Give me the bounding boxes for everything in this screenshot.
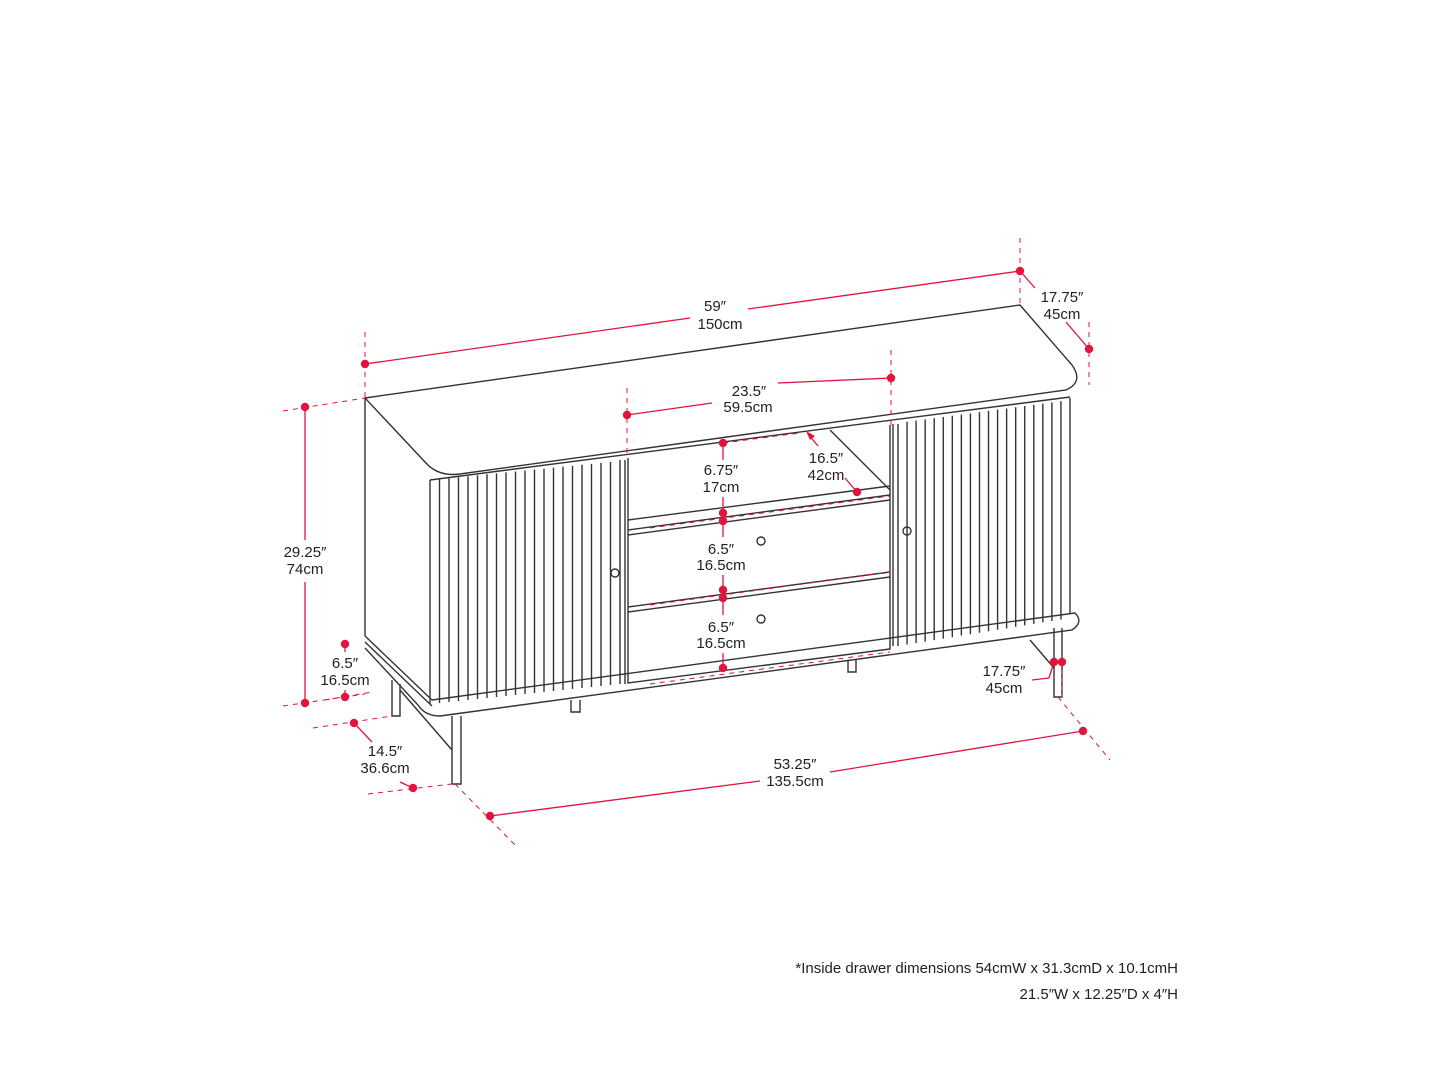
leg-height-cm: 16.5cm <box>320 672 369 689</box>
extension-line <box>312 715 393 729</box>
extension-line <box>649 571 891 606</box>
dimension-endpoint <box>718 516 728 526</box>
extension-line <box>454 783 517 847</box>
dimension-endpoint <box>1049 657 1059 667</box>
overall-height-in: 29.25″ <box>284 544 328 561</box>
dimension-endpoint <box>340 639 350 649</box>
dimension-endpoint <box>349 718 359 728</box>
sideboard-drawing <box>363 304 1080 785</box>
dimension-endpoint <box>718 593 728 603</box>
dimension-labels: 59″ 150cm 17.75″ 45cm 23.5″ 59.5cm 16.5″… <box>284 289 1085 790</box>
right-door-knob <box>902 526 912 536</box>
dimension-line <box>489 780 761 817</box>
shelf-depth-in: 16.5″ <box>809 450 844 467</box>
dimension-endpoint <box>360 359 370 369</box>
left-door <box>429 460 626 704</box>
left-side-panel <box>364 398 433 707</box>
base-depth-in: 17.75″ <box>983 663 1027 680</box>
dimension-endpoint <box>886 373 896 383</box>
top-surface <box>363 304 1078 476</box>
door-slats <box>438 401 1062 703</box>
inside-drawer-note-metric: *Inside drawer dimensions 54cmW x 31.3cm… <box>795 960 1178 977</box>
dimension-lines <box>282 238 1111 847</box>
overall-height-cm: 74cm <box>287 561 324 578</box>
shelf-height-cm: 17cm <box>703 479 740 496</box>
dimension-line <box>747 270 1021 310</box>
dimension-endpoint <box>718 585 728 595</box>
dimension-line <box>626 402 713 416</box>
dimension-line <box>1065 321 1090 350</box>
extension-line <box>282 397 366 412</box>
overall-width-in: 59″ <box>704 298 727 315</box>
dimension-line <box>829 730 1084 773</box>
left-door-knob <box>610 568 620 578</box>
overall-depth-cm: 45cm <box>1044 306 1081 323</box>
drawer1-height-cm: 16.5cm <box>696 557 745 574</box>
dimension-endpoint <box>340 692 350 702</box>
top-front-edge <box>429 396 1071 481</box>
leg-depth-cm: 36.6cm <box>360 760 409 777</box>
dimension-endpoint <box>300 402 310 412</box>
extension-line <box>722 432 801 444</box>
dimension-endpoint <box>622 410 632 420</box>
base-frame <box>364 612 1080 717</box>
shelf-width-cm: 59.5cm <box>723 399 772 416</box>
drawer2-knob <box>756 614 766 624</box>
dimension-line <box>1031 677 1050 681</box>
leg-width-cm: 135.5cm <box>766 773 824 790</box>
dimension-endpoint <box>718 438 728 448</box>
extension-line <box>282 693 366 707</box>
leg-height-in: 6.5″ <box>332 655 359 672</box>
overall-width-cm: 150cm <box>697 316 742 333</box>
drawer1-knob <box>756 536 766 546</box>
dimension-line <box>353 722 373 743</box>
dimension-line <box>364 317 691 365</box>
dimension-line <box>844 477 858 493</box>
overall-depth-in: 17.75″ <box>1041 289 1085 306</box>
dimension-endpoint <box>1084 344 1094 354</box>
drawer1-height-in: 6.5″ <box>708 541 735 558</box>
dimension-endpoint <box>1078 726 1088 736</box>
dimension-endpoint <box>718 508 728 518</box>
dimension-endpoint <box>485 811 495 821</box>
dimension-line <box>777 377 892 384</box>
right-door <box>892 398 1071 646</box>
inside-drawer-note-imperial: 21.5″W x 12.25″D x 4″H <box>1019 986 1179 1003</box>
drawer2-height-cm: 16.5cm <box>696 635 745 652</box>
shelf-depth-cm: 42cm <box>808 467 845 484</box>
arrow-head-icon <box>806 431 815 440</box>
dimension-endpoint <box>718 663 728 673</box>
base-depth-cm: 45cm <box>986 680 1023 697</box>
shelf-height-in: 6.75″ <box>704 462 739 479</box>
leg-depth-in: 14.5″ <box>368 743 403 760</box>
extension-line <box>649 495 891 529</box>
dimension-endpoint <box>300 698 310 708</box>
middle-section <box>627 425 891 684</box>
leg-width-in: 53.25″ <box>774 756 818 773</box>
extension-line <box>649 651 891 685</box>
drawer2-height-in: 6.5″ <box>708 619 735 636</box>
shelf-width-in: 23.5″ <box>732 383 767 400</box>
dimension-endpoint <box>1015 266 1025 276</box>
dimension-endpoint <box>408 783 418 793</box>
